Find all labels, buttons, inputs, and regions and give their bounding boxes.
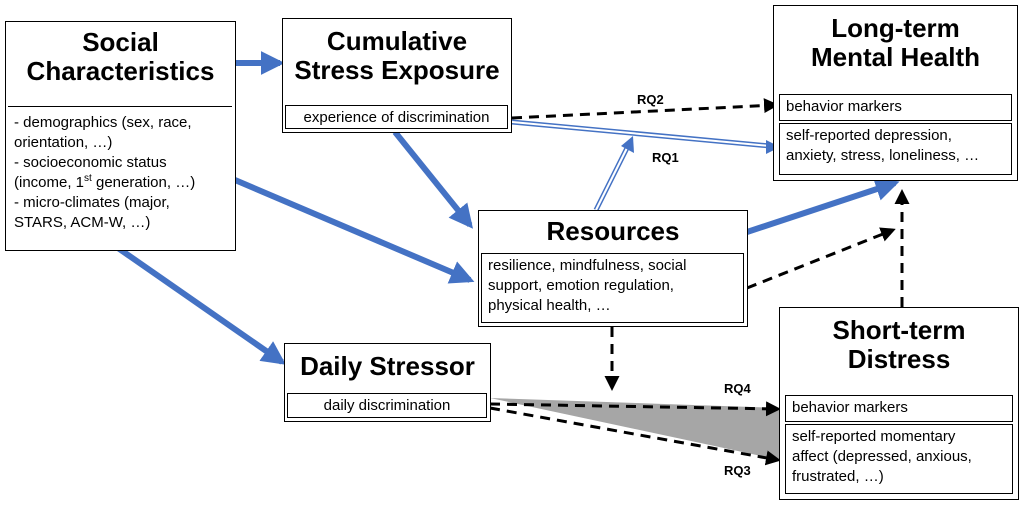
rq4-label: RQ4 — [724, 381, 751, 396]
resources-item-2: support, emotion regulation, — [488, 277, 674, 294]
resources-item-1: resilience, mindfulness, social — [488, 257, 687, 274]
arrow-resources-to-rq1-double — [593, 136, 634, 212]
social-item-stars: STARS, ACM-W, …) — [14, 214, 151, 231]
arrow-resources-to-longterm — [746, 177, 900, 235]
resources-list: resilience, mindfulness, social support,… — [481, 253, 744, 323]
cumulative-stress-detail: experience of discrimination — [285, 105, 508, 129]
longterm-behavior-markers: behavior markers — [779, 94, 1012, 121]
rq1-label: RQ1 — [652, 150, 679, 165]
daily-stressor-detail: daily discrimination — [287, 393, 487, 418]
cumulative-title-line-2: Stress Exposure — [294, 55, 500, 86]
resources-box: Resources resilience, mindfulness, socia… — [478, 210, 748, 327]
dashed-arrow-rq3 — [489, 406, 781, 466]
shortterm-title-line-2: Distress — [847, 344, 951, 375]
social-item-orientation: orientation, …) — [14, 134, 113, 151]
daily-stressor-box: Daily Stressor daily discrimination — [284, 343, 491, 422]
longterm-self-report: self-reported depression, anxiety, stres… — [779, 123, 1012, 175]
dashed-arrow-rq4 — [489, 401, 781, 417]
arrow-social-to-resources — [233, 177, 475, 284]
shortterm-self-report-line-2: affect (depressed, anxious, — [792, 448, 972, 465]
rq3-label: RQ3 — [724, 463, 751, 478]
daily-stressor-title: Daily Stressor — [300, 351, 475, 381]
social-item-income: (income, 1st generation, …) — [14, 173, 196, 192]
social-title-line-2: Characteristics — [26, 56, 215, 87]
arrow-cumulative-to-resources — [392, 130, 474, 229]
shortterm-distress-box: Short-term Distress behavior markers sel… — [779, 307, 1019, 500]
shortterm-title: Short-term Distress — [780, 315, 1018, 375]
dashed-arrow-resources-to-longterm — [746, 227, 896, 290]
social-characteristics-list: - demographics (sex, race, orientation, … — [8, 106, 232, 248]
social-item-ses: - socioeconomic status — [14, 154, 167, 171]
shortterm-behavior-markers: behavior markers — [785, 395, 1013, 422]
rq2-label: RQ2 — [637, 92, 664, 107]
social-title-line-1: Social — [82, 27, 159, 57]
longterm-self-report-line-1: self-reported depression, — [786, 127, 952, 144]
shortterm-title-line-1: Short-term — [832, 315, 966, 345]
cumulative-stress-title: Cumulative Stress Exposure — [283, 26, 511, 86]
shortterm-self-report-line-1: self-reported momentary — [792, 428, 956, 445]
moderation-shade — [490, 398, 780, 460]
social-item-microclimates: - micro-climates (major, — [14, 194, 170, 211]
longterm-mental-health-box: Long-term Mental Health behavior markers… — [773, 5, 1018, 181]
shortterm-self-report: self-reported momentary affect (depresse… — [785, 424, 1013, 494]
longterm-title-line-1: Long-term — [831, 13, 960, 43]
shortterm-self-report-line-3: frustrated, …) — [792, 468, 884, 485]
longterm-title: Long-term Mental Health — [774, 13, 1017, 73]
longterm-title-line-2: Mental Health — [810, 42, 981, 73]
cumulative-stress-box: Cumulative Stress Exposure experience of… — [282, 18, 512, 133]
resources-title: Resources — [546, 216, 680, 246]
cumulative-title-line-1: Cumulative — [326, 26, 468, 56]
longterm-self-report-line-2: anxiety, stress, loneliness, … — [786, 147, 980, 164]
arrow-social-to-daily — [116, 245, 286, 365]
social-characteristics-title: Social Characteristics — [6, 27, 235, 87]
social-item-demographics: - demographics (sex, race, — [14, 114, 192, 131]
social-characteristics-box: Social Characteristics - demographics (s… — [5, 21, 236, 251]
resources-item-3: physical health, … — [488, 297, 611, 314]
arrow-cumulative-to-longterm-double — [511, 119, 780, 154]
